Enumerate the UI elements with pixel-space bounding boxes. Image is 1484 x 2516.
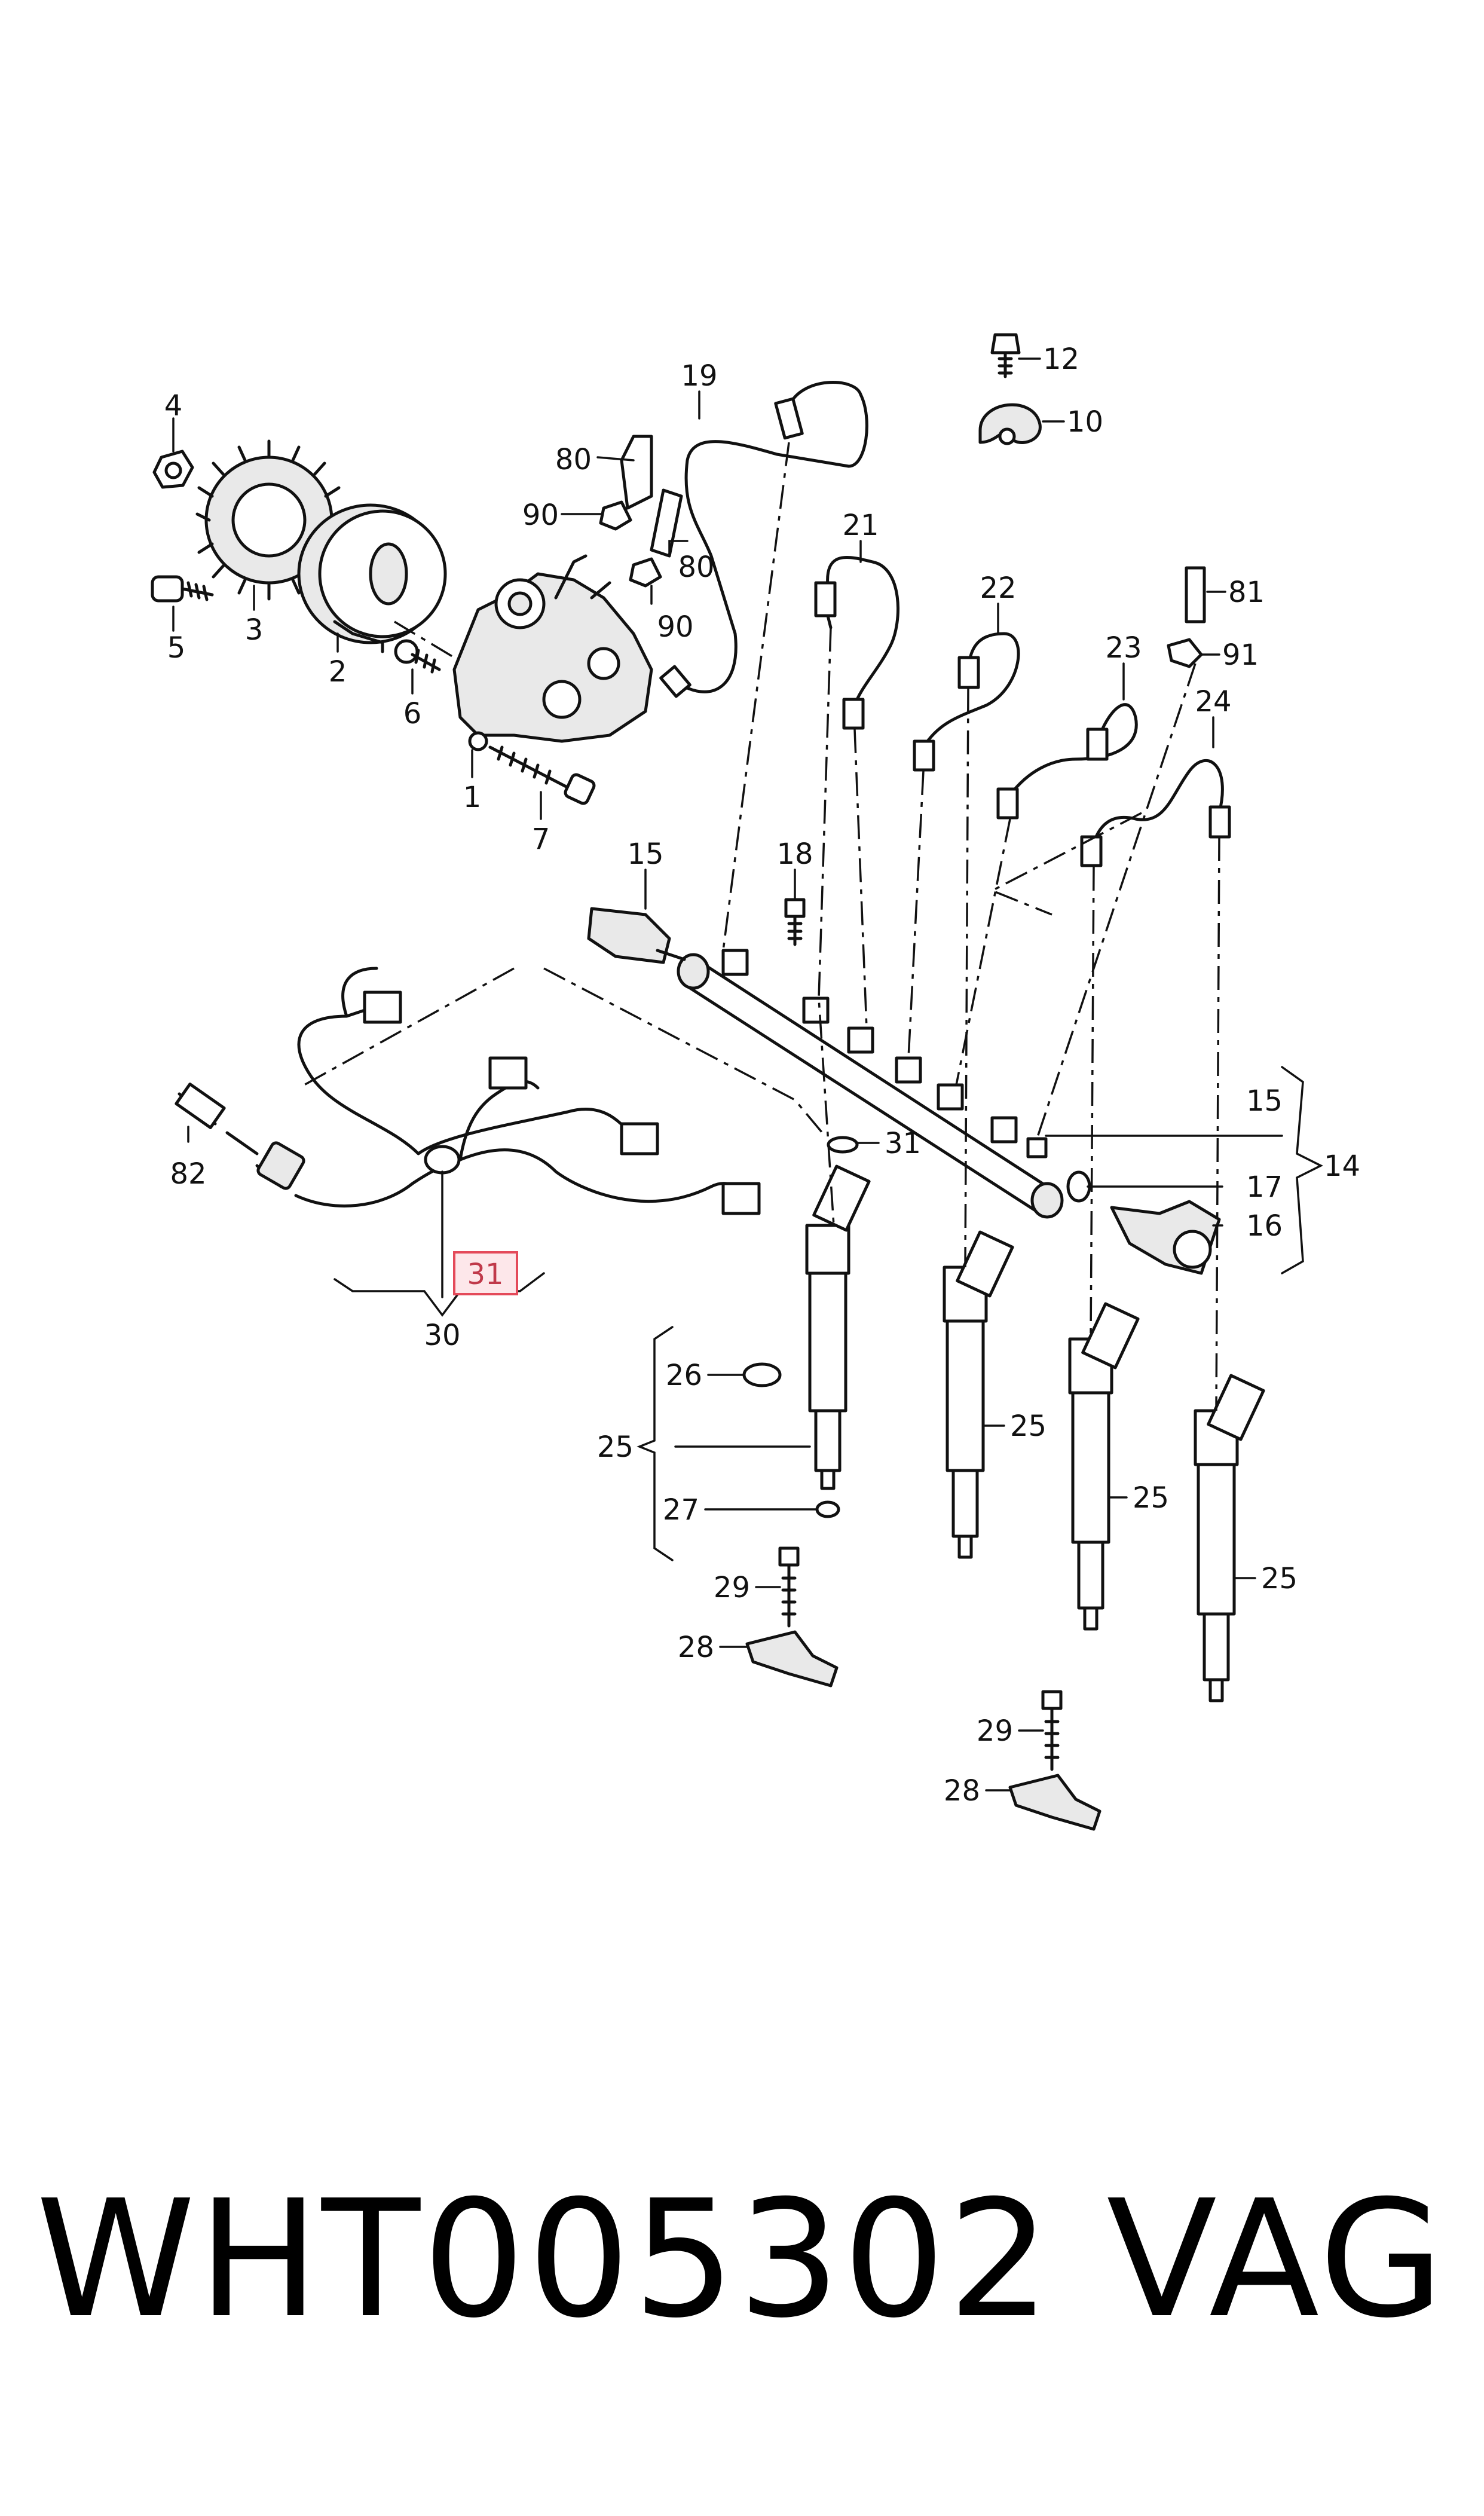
- callout-7[interactable]: 7: [532, 823, 550, 856]
- callout-82[interactable]: 82: [170, 1157, 206, 1191]
- part-hose-80-upper: [620, 435, 653, 510]
- part-injector-4: [1194, 1374, 1265, 1702]
- part-injector-3: [1068, 1302, 1140, 1631]
- part-o-ring-26: [742, 1362, 782, 1387]
- part-drive-gear: [195, 439, 342, 601]
- part-pump-bolt-short: [394, 639, 441, 674]
- part-clip-91: [1167, 638, 1203, 668]
- callout-4[interactable]: 4: [164, 389, 183, 423]
- callout-24[interactable]: 24: [1195, 685, 1231, 719]
- part-hub-bolt: [151, 575, 214, 603]
- part-fuel-line-19: [659, 381, 868, 698]
- part-fuel-line-21: [814, 556, 899, 730]
- callout-26[interactable]: 26: [666, 1359, 702, 1392]
- callout-29-b[interactable]: 29: [977, 1714, 1013, 1748]
- part-pressure-sensor-15: [587, 907, 686, 964]
- callout-28-a[interactable]: 28: [678, 1631, 714, 1664]
- callout-91[interactable]: 91: [1222, 638, 1259, 672]
- part-seal-31: [827, 1136, 859, 1154]
- callout-28-b[interactable]: 28: [944, 1774, 980, 1808]
- part-washer-27: [815, 1500, 840, 1518]
- callout-30[interactable]: 30: [424, 1319, 460, 1352]
- part-fuel-line-23: [996, 703, 1138, 820]
- part-clamp-28-b: [1008, 1774, 1101, 1831]
- callout-21[interactable]: 21: [842, 509, 879, 542]
- part-pump-bolt-long: [488, 745, 596, 805]
- part-bolt-18: [784, 898, 806, 946]
- callout-31-highlighted[interactable]: 31: [467, 1258, 503, 1291]
- part-hub: [297, 503, 447, 653]
- callout-23[interactable]: 23: [1105, 631, 1142, 665]
- callout-12[interactable]: 12: [1043, 343, 1079, 376]
- callout-25-injector-3[interactable]: 25: [1133, 1481, 1169, 1515]
- part-number: WHT005302: [36, 2165, 1053, 2353]
- part-bolt-29-a: [778, 1546, 800, 1628]
- callout-19[interactable]: 19: [681, 359, 717, 393]
- callout-29-a[interactable]: 29: [714, 1571, 750, 1604]
- callout-90-upper[interactable]: 90: [522, 499, 559, 532]
- callout-5[interactable]: 5: [167, 631, 186, 665]
- part-fuel-line-22: [913, 632, 1020, 772]
- part-nut: [152, 450, 194, 489]
- part-injector-1: [805, 1164, 871, 1490]
- part-leak-off-harness: [175, 967, 761, 1215]
- callout-labels: 4 5 3 2 6 1 7 80 90 80 90 19 21 22 23 24…: [164, 343, 1360, 1808]
- part-injector-2: [943, 1230, 1014, 1559]
- assembly-lines: [298, 442, 1220, 1411]
- part-seal-17: [1066, 1170, 1091, 1203]
- callout-27[interactable]: 27: [663, 1493, 699, 1527]
- callout-17[interactable]: 17: [1246, 1170, 1283, 1204]
- part-clamp-28-a: [745, 1630, 839, 1687]
- part-pressure-valve-16: [1110, 1200, 1221, 1275]
- callout-2[interactable]: 2: [329, 655, 347, 689]
- callout-16[interactable]: 16: [1246, 1209, 1283, 1243]
- callout-18[interactable]: 18: [776, 837, 813, 871]
- callout-25-injector-2[interactable]: 25: [1010, 1410, 1047, 1443]
- highlight-box-31: [453, 1251, 518, 1295]
- callout-25-main[interactable]: 25: [597, 1430, 634, 1464]
- callout-3[interactable]: 3: [245, 613, 264, 647]
- callout-1[interactable]: 1: [463, 781, 482, 814]
- part-hose-81: [1185, 566, 1206, 623]
- part-fuel-rail: [677, 949, 1064, 1219]
- part-bolt-12: [990, 333, 1021, 378]
- callout-81[interactable]: 81: [1228, 576, 1265, 609]
- callout-14[interactable]: 14: [1324, 1150, 1360, 1183]
- part-clip-90-upper: [599, 500, 632, 531]
- callout-80-lower[interactable]: 80: [678, 551, 714, 584]
- leader-lines: [172, 357, 1323, 1792]
- part-fuel-line-24: [1080, 759, 1231, 867]
- footer-caption: WHT005302 VAG: [36, 2170, 1446, 2349]
- callout-31-seal[interactable]: 31: [885, 1127, 921, 1160]
- brand-name: VAG: [1106, 2165, 1446, 2353]
- callout-25-injector-4[interactable]: 25: [1261, 1562, 1298, 1595]
- callout-10[interactable]: 10: [1067, 405, 1103, 439]
- callout-80-upper[interactable]: 80: [555, 443, 592, 476]
- callout-90-lower[interactable]: 90: [657, 610, 693, 644]
- callout-22[interactable]: 22: [980, 571, 1016, 605]
- callout-15-sensor[interactable]: 15: [627, 837, 663, 871]
- callout-6[interactable]: 6: [403, 697, 422, 730]
- part-clip-90-lower: [629, 557, 662, 588]
- part-hose-80-lower: [650, 488, 683, 558]
- part-high-pressure-pump: [452, 554, 653, 751]
- callout-15-rail[interactable]: 15: [1246, 1084, 1283, 1118]
- part-clamp-10: [978, 403, 1042, 445]
- part-bolt-29-b: [1041, 1690, 1063, 1771]
- exploded-parts-diagram: 4 5 3 2 6 1 7 80 90 80 90 19 21 22 23 24…: [151, 333, 1360, 1831]
